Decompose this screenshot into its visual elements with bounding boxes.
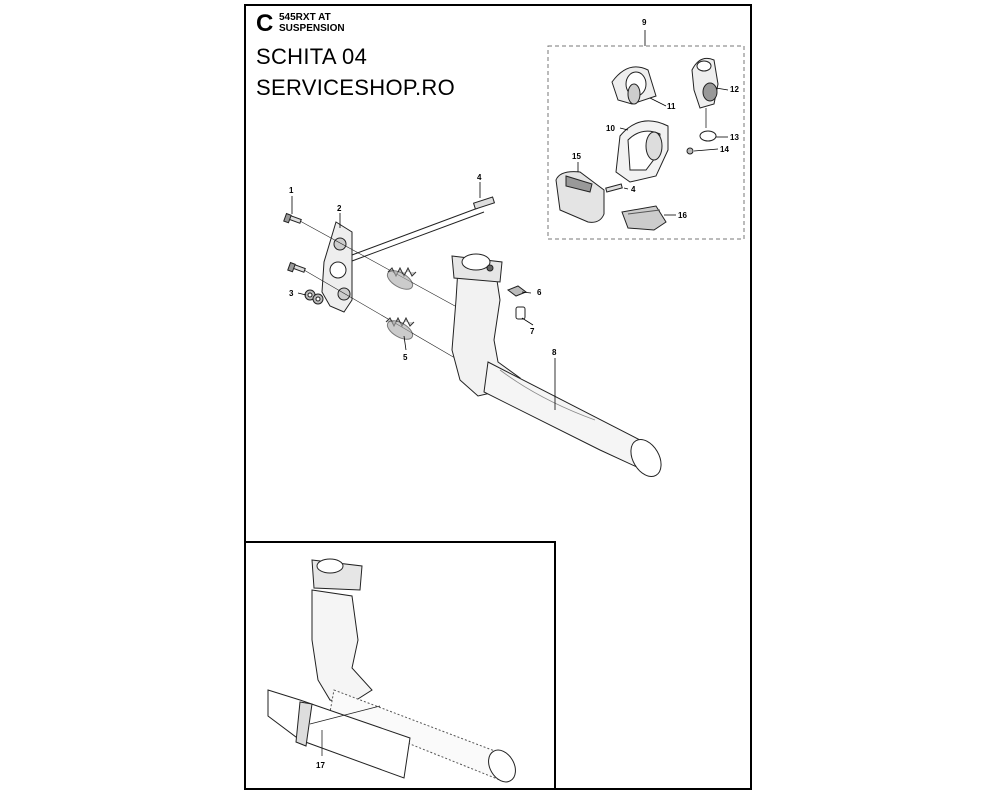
washer-14: [686, 147, 694, 155]
sleeve-13: [699, 130, 717, 142]
screw: [605, 183, 623, 193]
main-tube: [483, 361, 657, 475]
model-name: 545RXT AT: [279, 12, 331, 23]
callout-8: 8: [552, 348, 557, 357]
group-9-box: [547, 45, 745, 240]
callout-13: 13: [730, 133, 739, 142]
callout-11: 11: [667, 102, 676, 111]
spring-upper: [386, 266, 417, 290]
inset-assembly: [267, 558, 516, 783]
callout-10: 10: [606, 124, 615, 133]
callout-3: 3: [289, 289, 294, 298]
callout-17: 17: [316, 761, 325, 770]
main-assembly: [283, 196, 662, 477]
callout-7: 7: [530, 327, 535, 336]
callout-4-group: 4: [631, 185, 636, 194]
square-nut: [506, 285, 528, 297]
callout-6: 6: [537, 288, 542, 297]
section-title: SUSPENSION: [279, 23, 345, 34]
callout-4-upper: 4: [477, 173, 482, 182]
bolt-lower: [287, 261, 306, 273]
bolt-upper: [283, 212, 302, 224]
callout-5: 5: [403, 353, 408, 362]
overlay-schita: SCHITA 04: [256, 44, 368, 69]
clip-16: [621, 205, 667, 231]
spring-lower: [385, 316, 415, 340]
section-letter: C: [256, 10, 274, 37]
callout-2: 2: [337, 204, 342, 213]
leader-lines: [291, 87, 729, 410]
group-9-parts: [555, 57, 719, 231]
sleeve: [515, 306, 526, 320]
callout-15: 15: [572, 152, 581, 161]
callout-14: 14: [720, 145, 729, 154]
inset-detail-box: [244, 541, 556, 790]
callout-12: 12: [730, 85, 739, 94]
callout-9: 9: [642, 18, 647, 27]
callout-1: 1: [289, 186, 294, 195]
cover-15: [555, 171, 605, 223]
overlay-website: SERVICESHOP.RO: [256, 75, 456, 100]
callout-16: 16: [678, 211, 687, 220]
